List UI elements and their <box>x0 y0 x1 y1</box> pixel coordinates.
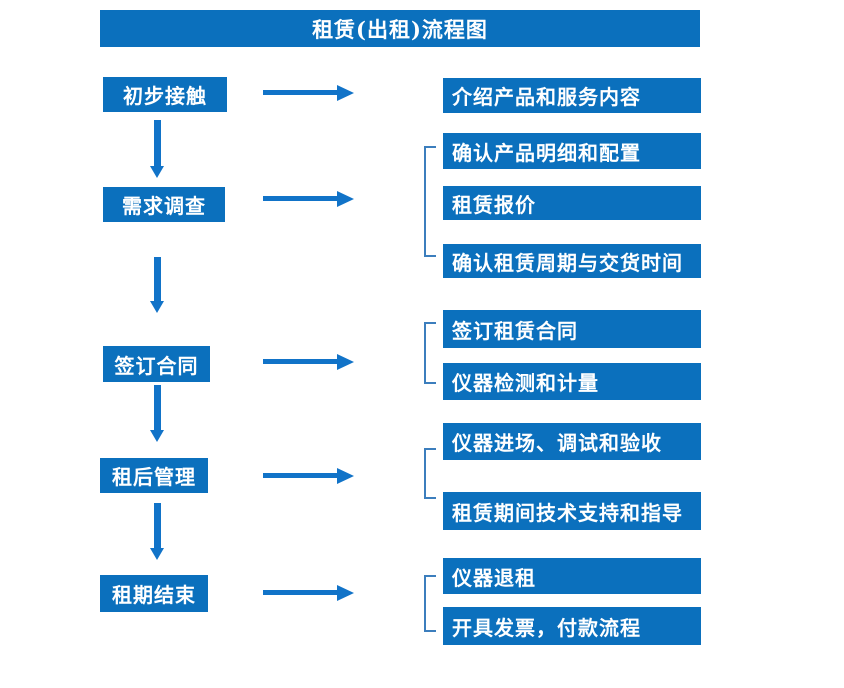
down-arrow-icon <box>150 257 165 313</box>
right-arrow-icon <box>263 468 354 484</box>
detail-instrument-return: 仪器退租 <box>443 558 701 594</box>
detail-rental-quote: 租赁报价 <box>443 186 701 220</box>
detail-instrument-testing: 仪器检测和计量 <box>443 363 701 400</box>
step-demand-survey: 需求调查 <box>103 187 225 222</box>
group-bracket-icon <box>424 575 436 632</box>
step-post-rental-management: 租后管理 <box>100 458 208 493</box>
detail-introduce-products: 介绍产品和服务内容 <box>443 78 701 113</box>
down-arrow-icon <box>150 385 165 442</box>
step-initial-contact: 初步接触 <box>103 77 227 112</box>
group-bracket-icon <box>424 146 436 257</box>
detail-sign-rental-contract: 签订租赁合同 <box>443 310 701 348</box>
right-arrow-icon <box>263 191 354 207</box>
page-title: 租赁(出租)流程图 <box>100 10 700 47</box>
group-bracket-icon <box>424 448 436 499</box>
step-sign-contract: 签订合同 <box>103 346 210 382</box>
down-arrow-icon <box>150 120 165 178</box>
right-arrow-icon <box>263 354 354 370</box>
step-rental-end: 租期结束 <box>100 575 208 612</box>
detail-confirm-rental-period: 确认租赁周期与交货时间 <box>443 244 701 278</box>
detail-invoice-payment: 开具发票，付款流程 <box>443 607 701 645</box>
detail-confirm-product-details: 确认产品明细和配置 <box>443 133 701 169</box>
down-arrow-icon <box>150 503 165 560</box>
right-arrow-icon <box>263 585 354 601</box>
detail-instrument-arrival-acceptance: 仪器进场、调试和验收 <box>443 423 701 460</box>
right-arrow-icon <box>263 85 354 101</box>
detail-rental-technical-support: 租赁期间技术支持和指导 <box>443 492 701 530</box>
group-bracket-icon <box>424 322 436 384</box>
